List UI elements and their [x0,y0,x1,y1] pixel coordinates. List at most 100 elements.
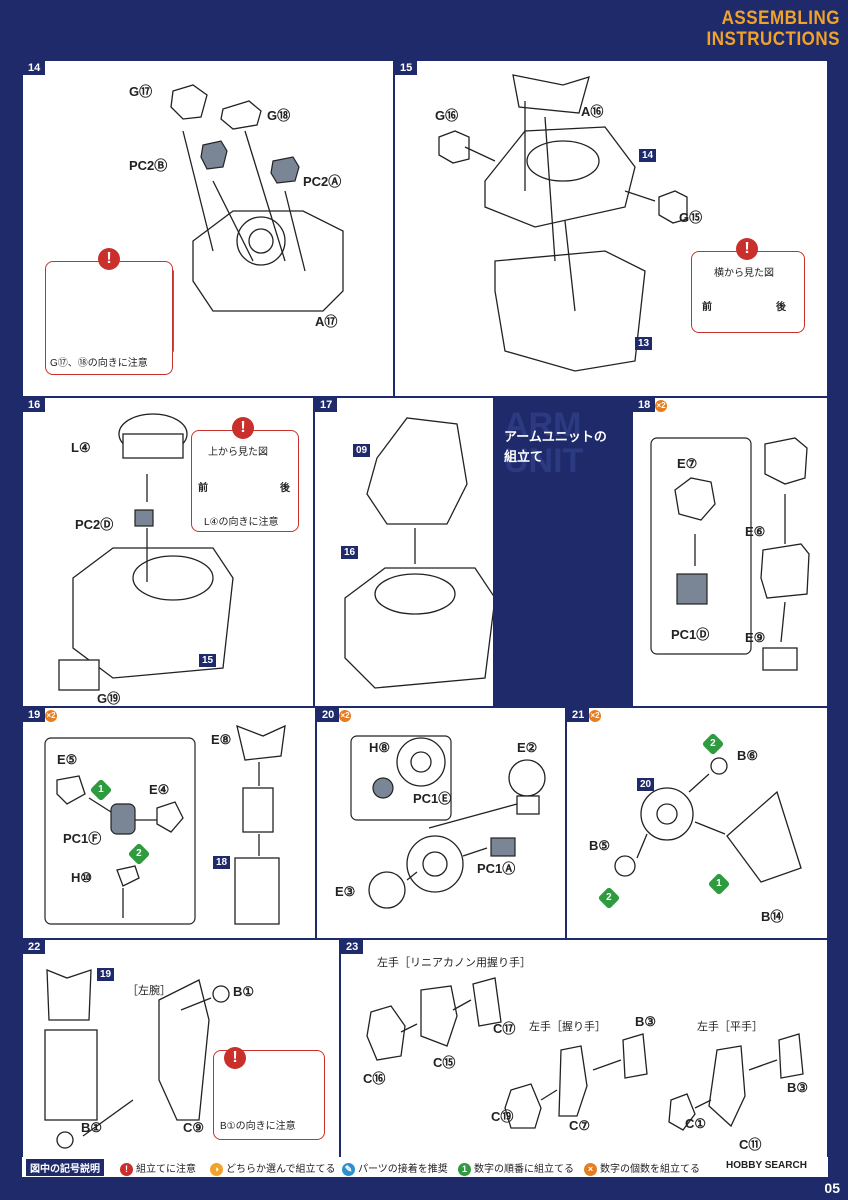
multiplier-badge: ×2 [589,710,601,723]
label-b6: B⑥ [737,748,759,763]
label-b5: B⑤ [589,838,611,853]
step-number: 20 [317,708,340,722]
step-number: 21 [567,708,590,722]
top-view-label: 上から見た図 [208,447,268,458]
label-hand-grip: 左手［握り手］ [529,1021,606,1033]
legend-heading: 図中の記号説明 [26,1159,104,1176]
multiplier-badge: ×2 [339,710,351,723]
label-e2: E② [517,740,538,755]
step-19-panel: 19 ×2 E⑤ E④ E⑧ PC1Ⓕ H⑩ 18 [22,707,316,939]
label-c1: C① [685,1116,707,1131]
badge-step-14: 14 [639,149,657,162]
multiplier-badge: ×2 [655,400,667,413]
step-18-diagram [650,437,810,671]
watermark-hobbysearch: HOBBY SEARCH [726,1160,807,1171]
label-pc1d: PC1Ⓓ [671,627,710,642]
label-a16: A⑯ [581,104,604,119]
label-pc1e: PC1Ⓔ [413,791,452,806]
label-c11: C⑪ [739,1137,762,1152]
warning-box: ! 上から見た図 前 後 L④の向きに注意 [191,417,299,532]
label-c9: C⑨ [183,1120,205,1135]
step-number: 14 [23,61,46,75]
label-g19: G⑲ [97,691,121,706]
header-title: ASSEMBLING INSTRUCTIONS [706,6,841,50]
warning-note: B①の向きに注意 [220,1121,296,1132]
step-15-diagram [438,74,688,372]
header-line1: ASSEMBLING [721,6,840,29]
step-23-panel: 23 左手［リニアカノン用握り手］ 左手［握り手］ 左手［平手］ [340,939,828,1160]
badge-step-19: 19 [97,968,115,981]
label-c15: C⑮ [433,1055,456,1070]
label-e3: E③ [335,884,356,899]
label-e8: E⑧ [211,732,232,747]
warning-icon: ! [736,238,758,260]
label-pc2b: PC2Ⓑ [129,158,168,173]
badge-step-16: 16 [341,546,359,559]
back-label: 後 [776,302,786,313]
badge-step-18: 18 [213,856,231,869]
label-b14: B⑭ [761,909,784,924]
warning-box: ! 横から見た図 前 後 [691,238,805,333]
step-number: 15 [395,61,418,75]
multiplier-badge: ×2 [45,710,57,723]
count-icon: × [584,1162,597,1176]
label-h10: H⑩ [71,870,93,885]
label-b3-grip: B③ [635,1014,657,1029]
step-21-panel: 21 ×2 B⑥ B⑤ B⑭ 20 2 1 2 [566,707,828,939]
step-14-panel: 14 G⑰ G⑱ PC2Ⓑ PC2Ⓐ A⑰ [22,60,394,397]
symbol-legend: 図中の記号説明 !組立てに注意 ◑どちらか選んで組立てる ✎パーツの接着を推奨 … [22,1157,828,1177]
warning-icon: ! [232,417,254,439]
badge-step-09: 09 [353,444,371,457]
caution-icon: ! [120,1162,133,1176]
badge-step-13: 13 [635,337,653,350]
page-number: 05 [824,1180,840,1196]
warning-box: ! G⑰、⑱の向きに注意 [45,248,173,375]
step-17-panel: 17 09 16 [314,397,494,707]
label-b1-bottom: B① [81,1120,103,1135]
step-number: 22 [23,940,46,954]
label-c7: C⑦ [569,1118,591,1133]
step-16-diagram [58,413,234,691]
choose-icon: ◑ [210,1162,223,1176]
badge-step-20: 20 [637,778,655,791]
side-view-label: 横から見た図 [714,268,774,279]
label-g15: G⑮ [679,210,703,225]
legend-item-glue: ✎パーツの接着を推奨 [342,1160,448,1176]
instruction-sheet: 14 G⑰ G⑱ PC2Ⓑ PC2Ⓐ A⑰ [22,60,828,1160]
label-e4: E④ [149,782,170,797]
label-left-arm: ［左腕］ [127,985,171,997]
warning-icon: ! [224,1047,246,1069]
label-pc2a: PC2Ⓐ [303,174,342,189]
header-line2: INSTRUCTIONS [706,27,840,50]
label-hand-open: 左手［平手］ [697,1021,763,1033]
warning-note: L④の向きに注意 [204,517,279,528]
step-19-diagram [44,724,286,925]
warning-box: ! B①の向きに注意 [213,1047,325,1140]
step-number: 18 [633,398,656,412]
legend-item-caution: !組立てに注意 [120,1160,196,1176]
step-23-diagram [366,977,804,1131]
label-g17: G⑰ [129,84,153,99]
legend-item-choose: ◑どちらか選んで組立てる [210,1160,336,1176]
label-g16: G⑯ [435,108,459,123]
step-16-panel: 16 L④ PC2Ⓓ G⑲ 15 ! 上から見た図 前 後 L④の向きに注意 [22,397,314,707]
label-b1-top: B① [233,984,255,999]
step-22-diagram [44,969,230,1149]
label-c16: C⑯ [363,1071,386,1086]
back-label: 後 [280,483,290,494]
label-h8: H⑧ [369,740,391,755]
warning-icon: ! [98,248,120,270]
label-a17: A⑰ [315,314,338,329]
label-c17: C⑰ [493,1021,516,1036]
step-20-panel: 20 ×2 H⑧ E② PC1Ⓔ PC1Ⓐ E③ [316,707,566,939]
glue-icon: ✎ [342,1162,355,1176]
step-number: 16 [23,398,46,412]
label-e9: E⑨ [745,630,766,645]
step-number: 23 [341,940,364,954]
label-e7: E⑦ [677,456,698,471]
step-17-diagram [344,417,493,689]
badge-step-15: 15 [199,654,217,667]
